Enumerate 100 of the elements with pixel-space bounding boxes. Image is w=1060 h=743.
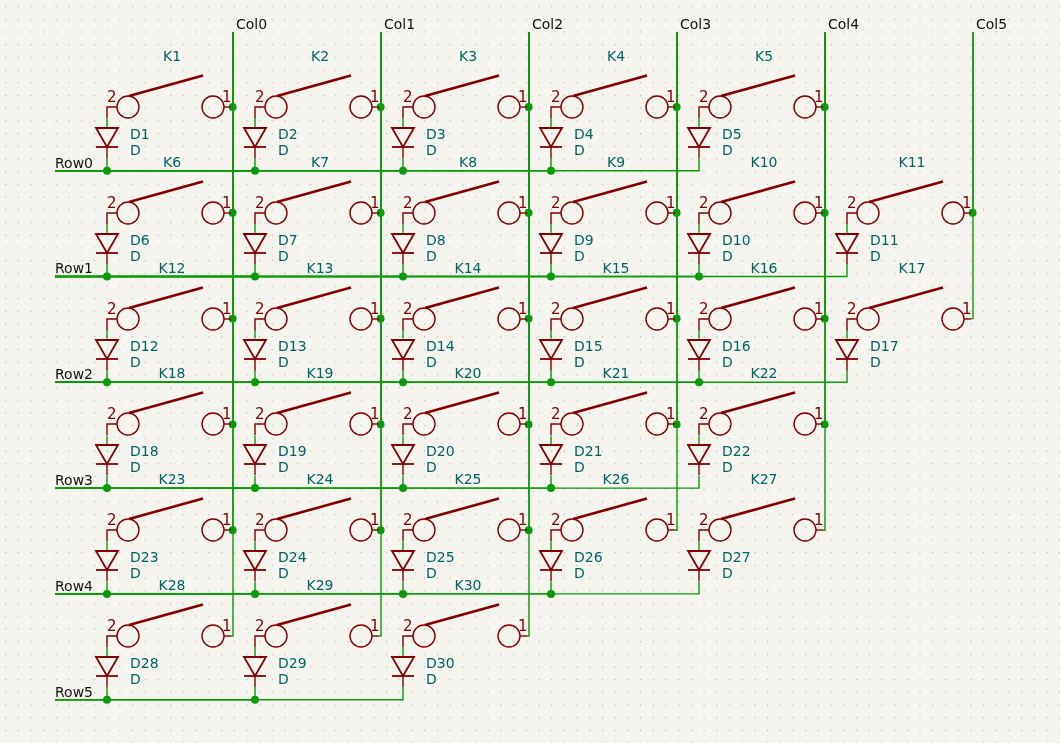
- wire: [822, 31, 826, 531]
- reference-label: D2: [278, 127, 298, 142]
- net-label: Row1: [55, 261, 94, 277]
- reference-label: D19: [278, 444, 307, 460]
- pin-number: 1: [518, 195, 528, 211]
- pin-number: 1: [666, 407, 676, 423]
- pin-number: 1: [962, 301, 972, 317]
- reference-label: D9: [574, 232, 594, 248]
- pin-number: 2: [255, 619, 265, 634]
- pin-number: 1: [518, 90, 528, 105]
- reference-label: D27: [722, 550, 751, 566]
- value-label: D: [278, 143, 289, 158]
- value-label: D: [426, 248, 437, 264]
- value-label: D: [426, 672, 437, 687]
- reference-label: K6: [162, 154, 182, 170]
- reference-label: D17: [870, 338, 899, 354]
- reference-label: K15: [602, 260, 630, 276]
- wire: [698, 434, 700, 446]
- pin-number: 2: [699, 301, 709, 317]
- wire: [254, 117, 256, 128]
- reference-label: K11: [898, 154, 926, 170]
- pin-number: 2: [107, 407, 117, 423]
- value-label: D: [426, 460, 437, 476]
- reference-label: K3: [458, 49, 478, 64]
- reference-label: D18: [130, 444, 159, 460]
- reference-label: K23: [158, 472, 186, 488]
- pin-number: 2: [699, 90, 709, 105]
- reference-label: D14: [426, 338, 455, 354]
- reference-label: D20: [426, 444, 455, 460]
- value-label: D: [870, 354, 881, 370]
- value-label: D: [426, 143, 437, 158]
- pin-number: 2: [107, 301, 117, 317]
- wire: [402, 434, 404, 446]
- reference-label: K12: [158, 260, 186, 276]
- wire: [550, 434, 552, 446]
- wire: [254, 434, 256, 446]
- wire: [698, 223, 700, 234]
- value-label: D: [574, 248, 585, 264]
- reference-label: D15: [574, 338, 603, 354]
- net-label: Col0: [233, 17, 268, 32]
- reference-label: D8: [426, 232, 446, 248]
- reference-label: K8: [458, 154, 478, 170]
- pin-number: 2: [403, 407, 413, 423]
- reference-label: D30: [426, 656, 455, 671]
- net-label: Row4: [55, 578, 94, 594]
- pin-number: 1: [370, 513, 380, 529]
- wire: [106, 223, 108, 234]
- value-label: D: [870, 248, 881, 264]
- net-label: Col4: [825, 17, 860, 32]
- wire: [846, 223, 848, 234]
- pin-number: 2: [699, 407, 709, 423]
- reference-label: D12: [130, 338, 159, 354]
- value-label: D: [722, 460, 733, 476]
- value-label: D: [574, 143, 585, 158]
- reference-label: K16: [750, 260, 778, 276]
- wire: [54, 157, 700, 172]
- pin-number: 1: [814, 195, 824, 211]
- pin-number: 2: [403, 619, 413, 634]
- reference-label: K2: [310, 49, 330, 64]
- pin-number: 2: [107, 195, 117, 211]
- wire: [402, 117, 404, 128]
- pin-number: 1: [814, 301, 824, 317]
- pin-number: 1: [222, 407, 232, 423]
- pin-number: 2: [403, 301, 413, 317]
- pin-number: 2: [255, 90, 265, 105]
- pin-number: 1: [666, 195, 676, 211]
- value-label: D: [278, 672, 289, 687]
- pin-number: 1: [962, 195, 972, 211]
- pin-number: 1: [222, 90, 232, 105]
- value-label: D: [130, 143, 141, 158]
- value-label: D: [426, 566, 437, 582]
- reference-label: K26: [602, 472, 630, 488]
- reference-label: D5: [722, 127, 742, 142]
- pin-number: 1: [370, 301, 380, 317]
- pin-number: 1: [814, 513, 824, 529]
- wire: [550, 117, 552, 128]
- reference-label: K5: [754, 49, 774, 64]
- value-label: D: [278, 566, 289, 582]
- wire: [106, 434, 108, 446]
- net-label: Row0: [55, 155, 94, 171]
- wire: [54, 686, 404, 701]
- reference-label: K9: [606, 154, 626, 170]
- pin-number: 2: [551, 513, 561, 529]
- value-label: D: [722, 143, 733, 158]
- wire: [550, 328, 552, 340]
- reference-label: D16: [722, 338, 751, 354]
- wire: [254, 540, 256, 551]
- wire: [698, 540, 700, 551]
- value-label: D: [130, 248, 141, 264]
- reference-label: D22: [722, 444, 751, 460]
- pin-number: 2: [107, 619, 117, 634]
- reference-label: K14: [454, 260, 482, 276]
- wire: [402, 646, 404, 657]
- wire: [254, 223, 256, 234]
- value-label: D: [130, 460, 141, 476]
- value-label: D: [278, 460, 289, 476]
- reference-label: K19: [306, 366, 334, 382]
- reference-label: K7: [310, 154, 330, 170]
- pin-number: 2: [403, 513, 413, 529]
- wire: [698, 117, 700, 128]
